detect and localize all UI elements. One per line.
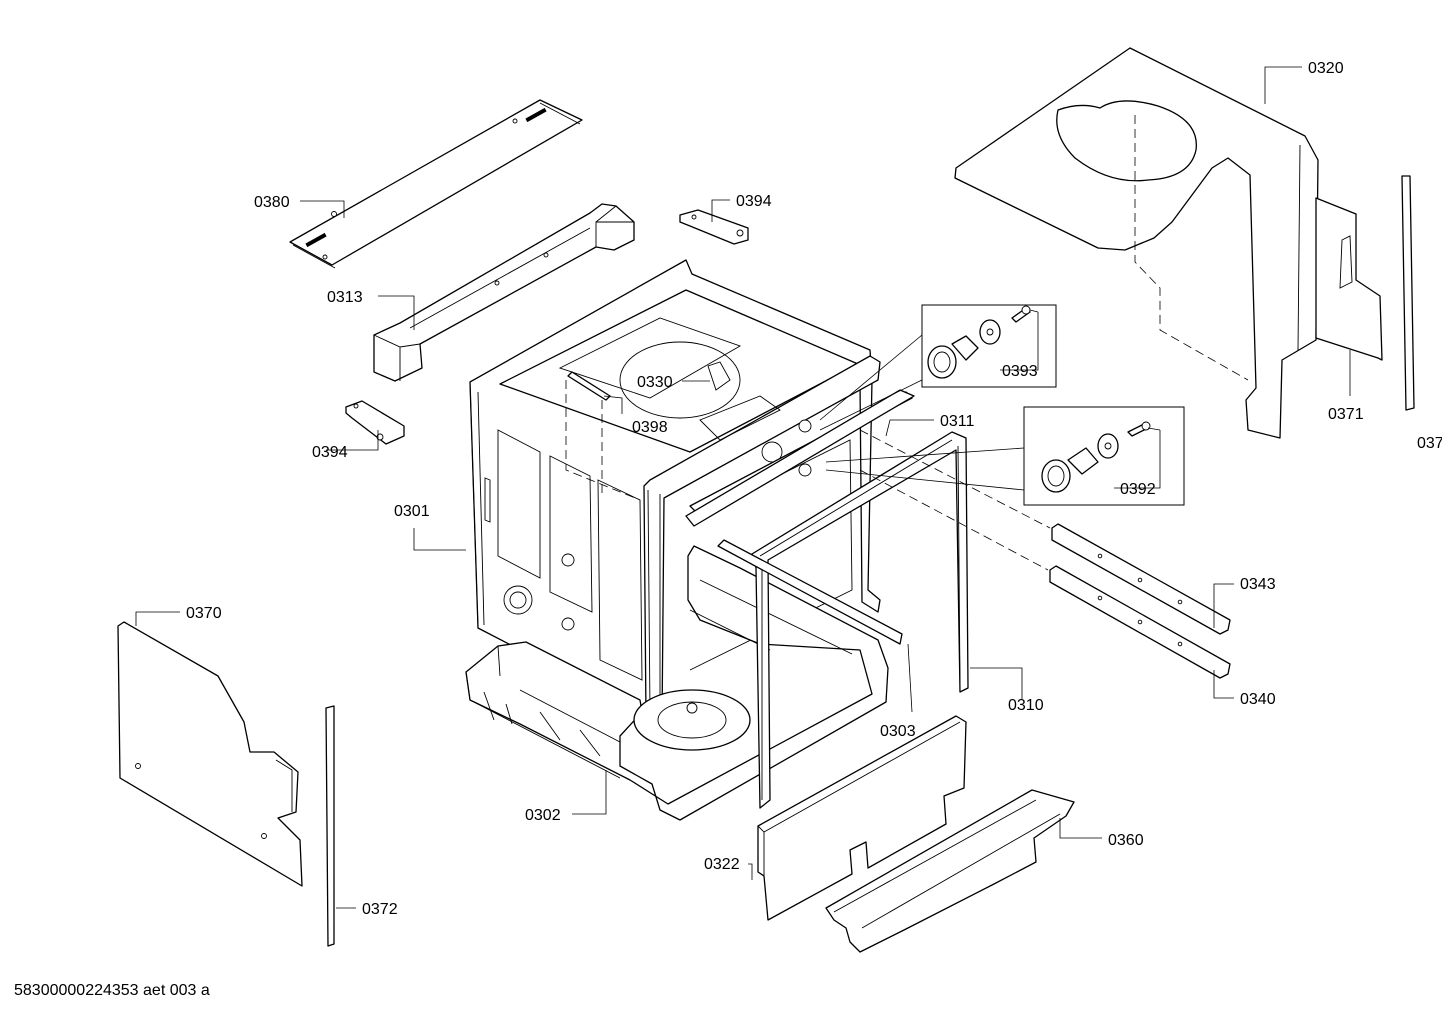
label-0310[interactable]: 0310 xyxy=(1008,697,1044,714)
leader-lines xyxy=(135,66,1351,909)
part-0310-door-seal[interactable] xyxy=(751,431,969,809)
part-0311-upper-rail[interactable] xyxy=(685,389,915,527)
label-0313[interactable]: 0313 xyxy=(327,289,363,306)
part-0370-side-panel[interactable] xyxy=(117,621,303,887)
part-0340-slide-rail[interactable] xyxy=(1049,565,1231,679)
callout-labels: 0320 0380 0394 0313 0394 0330 0398 0393 … xyxy=(186,60,1442,918)
detail-box-0393[interactable] xyxy=(921,304,1057,388)
label-0302[interactable]: 0302 xyxy=(525,807,561,824)
part-0380-mounting-plate[interactable] xyxy=(289,99,583,269)
part-0343-slide-rail[interactable] xyxy=(1051,523,1231,635)
part-0313-bracket-rail[interactable] xyxy=(373,203,635,382)
label-0320[interactable]: 0320 xyxy=(1308,60,1344,77)
part-0371-side-panel[interactable] xyxy=(1315,175,1415,411)
label-0371[interactable]: 0371 xyxy=(1328,406,1364,423)
part-0394-bracket-upper[interactable] xyxy=(679,209,749,245)
label-0392[interactable]: 0392 xyxy=(1120,481,1156,498)
part-0360-bottom-trim[interactable] xyxy=(825,789,1075,953)
label-0360[interactable]: 0360 xyxy=(1108,832,1144,849)
label-0311[interactable]: 0311 xyxy=(940,413,975,430)
label-0380[interactable]: 0380 xyxy=(254,194,290,211)
part-0302-base[interactable] xyxy=(465,545,889,821)
label-0301[interactable]: 0301 xyxy=(394,503,430,520)
part-0303-lower-rail[interactable] xyxy=(717,539,903,645)
label-0393[interactable]: 0393 xyxy=(1002,363,1038,380)
label-0322[interactable]: 0322 xyxy=(704,856,740,873)
label-0303[interactable]: 0303 xyxy=(880,723,916,740)
label-0330[interactable]: 0330 xyxy=(637,374,673,391)
label-0394-upper[interactable]: 0394 xyxy=(736,193,772,210)
part-0372-trim-strip[interactable] xyxy=(325,705,335,947)
label-037-partial[interactable]: 037 xyxy=(1417,435,1442,452)
label-0394-lower[interactable]: 0394 xyxy=(312,444,348,461)
label-0372[interactable]: 0372 xyxy=(362,901,398,918)
part-0320-insulation-cover[interactable] xyxy=(954,47,1319,439)
label-0398[interactable]: 0398 xyxy=(632,419,668,436)
document-id: 58300000224353 aet 003 a xyxy=(14,982,210,999)
label-0343[interactable]: 0343 xyxy=(1240,576,1276,593)
part-0394-bracket-lower[interactable] xyxy=(345,400,405,445)
label-0370[interactable]: 0370 xyxy=(186,605,222,622)
part-0322-front-panel[interactable] xyxy=(757,715,967,921)
label-0340[interactable]: 0340 xyxy=(1240,691,1276,708)
